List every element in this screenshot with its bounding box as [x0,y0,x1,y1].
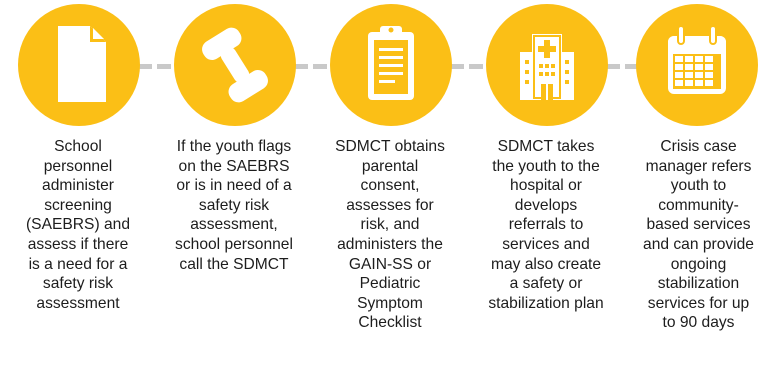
step-1-line: is a need for a [28,255,128,273]
document-icon [18,4,140,126]
step-1-line: (SAEBRS) and [25,216,130,234]
step-2-line: on the SAEBRS [178,157,290,175]
step-3-line: Pediatric [359,275,421,293]
step-5-line: manager refers [645,157,752,175]
step-4-line: SDMCT takes [497,138,595,155]
step-5-line: based services [646,216,751,234]
step-2-line: If the youth flags [176,138,292,155]
step-1-description: School personnel administer screening (S… [0,137,156,313]
step-5-line: Crisis case [660,138,737,155]
step-5-line: youth to [670,177,727,195]
connector-3-4 [450,64,486,69]
step-3-line: Checklist [358,314,422,332]
step-4-description: SDMCT takes the youth to the hospital or… [468,137,624,313]
step-5-line: ongoing [670,255,727,273]
step-4-line: services and [502,235,590,253]
step-4-line: the youth to the [492,157,600,175]
step-3-line: consent, [360,177,420,195]
step-5-line: community- [658,196,739,214]
step-1-line: safety risk [42,275,114,293]
step-1-line: screening [44,196,112,214]
step-1-line: personnel [43,157,113,175]
step-3-line: Symptom [357,294,423,312]
step-2-line: call the SDMCT [179,255,289,273]
step-5-line: to 90 days [662,314,735,332]
step-1-line: School [54,138,102,155]
step-2-description: If the youth flags on the SAEBRS or is i… [156,137,312,274]
step-3-line: GAIN-SS or [348,255,432,273]
step-5-description: Crisis case manager refers youth to comm… [624,137,773,333]
step-5-line: and can provide [643,235,754,253]
calendar-icon [636,4,758,126]
step-1-line: assessment [36,294,120,312]
step-3-line: parental [361,157,419,175]
step-2-line: school personnel [175,235,293,253]
step-3-line: assesses for [346,196,434,214]
step-5-line: stabilization [657,275,740,293]
connector-1-2 [138,64,174,69]
step-2-line: or is in need of a [176,177,292,195]
clipboard-icon [330,4,452,126]
step-1-line: administer [42,177,114,195]
step-3-line: risk, and [360,216,420,234]
step-2-line: safety risk [198,196,270,214]
step-3-line: administers the [337,235,443,253]
step-4-line: a safety or [509,275,583,293]
step-4-line: develops [514,196,578,214]
step-4-line: may also create [490,255,602,273]
phone-icon [174,4,296,126]
step-3-description: SDMCT obtains parental consent, assesses… [312,137,468,333]
step-2-line: assessment, [190,216,278,234]
step-5-line: services for up [647,294,750,312]
step-4-line: referrals to [508,216,584,234]
step-4-line: hospital or [510,177,582,195]
connector-4-5 [606,64,642,69]
connector-2-3 [294,64,330,69]
step-4-line: stabilization plan [488,294,604,312]
step-3-line: SDMCT obtains [335,138,445,155]
hospital-icon [486,4,608,126]
step-1-line: assess if there [27,235,129,253]
